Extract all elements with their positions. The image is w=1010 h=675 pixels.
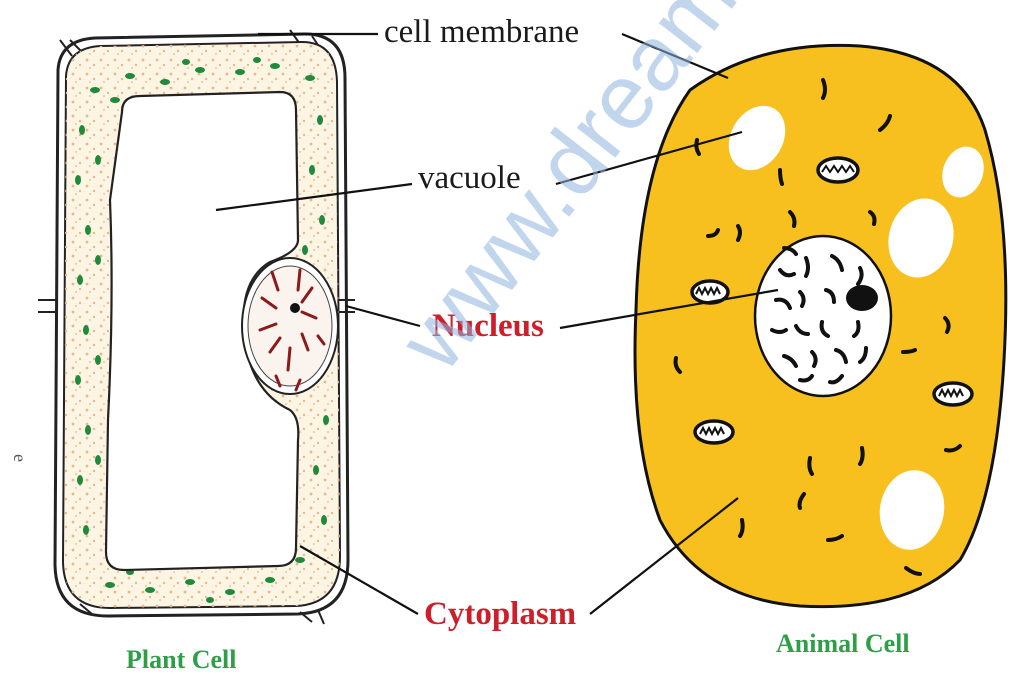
plant-nucleus	[242, 258, 338, 394]
stray-mark: e	[10, 454, 30, 462]
label-plant-cell: Plant Cell	[126, 645, 237, 674]
label-cell-membrane: cell membrane	[384, 14, 579, 50]
label-animal-cell: Animal Cell	[776, 629, 910, 658]
animal-cell	[635, 45, 1006, 606]
animal-nucleus	[755, 236, 891, 396]
plant-cell	[38, 30, 355, 624]
label-cytoplasm: Cytoplasm	[424, 596, 576, 632]
